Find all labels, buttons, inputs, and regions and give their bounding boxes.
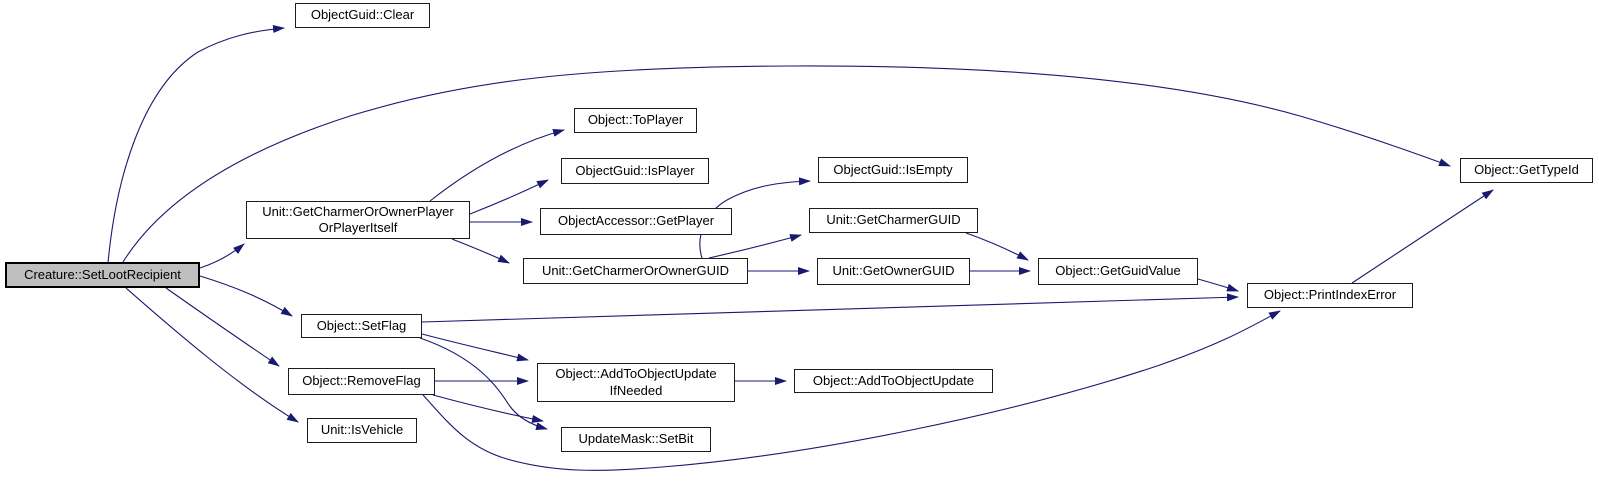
node-label-line: Unit::GetOwnerGUID — [832, 263, 955, 279]
edge-setflag-to-setbit — [419, 337, 548, 431]
node-isempty[interactable]: ObjectGuid::IsEmpty — [818, 157, 968, 183]
node-charmerguid[interactable]: Unit::GetCharmerGUID — [809, 208, 978, 233]
node-label-line: Object::RemoveFlag — [302, 373, 421, 389]
edge-setflag-to-addtoobjectupdateifneeded — [421, 333, 529, 362]
edge-setlootrecipient-to-removeflag — [165, 287, 280, 367]
edge-setlootrecipient-to-gettypeid — [122, 65, 1451, 263]
node-charmerorownerguid[interactable]: Unit::GetCharmerOrOwnerGUID — [523, 258, 748, 284]
edge-removeflag-to-setbit — [432, 394, 544, 423]
node-label-line: ObjectGuid::IsPlayer — [575, 162, 695, 178]
node-isvehicle[interactable]: Unit::IsVehicle — [307, 418, 417, 443]
node-label-line: ObjectGuid::Clear — [310, 7, 415, 23]
node-label-line: Object::SetFlag — [316, 317, 407, 333]
node-label-line: Unit::IsVehicle — [320, 422, 404, 438]
node-objectguid-clear[interactable]: ObjectGuid::Clear — [295, 3, 430, 28]
edge-setflag-to-printindexerror — [421, 293, 1239, 323]
node-label-line: UpdateMask::SetBit — [578, 431, 694, 447]
node-label-line: Object::ToPlayer — [587, 112, 684, 128]
edge-charmerorownerplayer-to-isplayer — [469, 179, 549, 215]
edge-getguidvalue-to-printindexerror — [1197, 278, 1239, 292]
node-label-line: Object::PrintIndexError — [1263, 287, 1397, 303]
edge-charmerguid-to-getguidvalue — [965, 232, 1029, 261]
node-addtoobjectupdate[interactable]: Object::AddToObjectUpdate — [794, 369, 993, 393]
node-label-line: Object::GetTypeId — [1474, 162, 1579, 178]
node-label-line: ObjectGuid::IsEmpty — [833, 161, 953, 177]
node-label-line: Unit::GetCharmerOrOwnerPlayer — [262, 203, 454, 219]
edge-charmerorownerguid-to-isempty — [699, 177, 811, 259]
node-removeflag[interactable]: Object::RemoveFlag — [288, 368, 435, 395]
edge-charmerorownerplayer-to-charmerorownerguid — [451, 238, 510, 264]
node-printindexerror[interactable]: Object::PrintIndexError — [1247, 283, 1413, 308]
node-label-line: Object::AddToObjectUpdate — [812, 372, 975, 388]
node-objectaccessor-getplayer[interactable]: ObjectAccessor::GetPlayer — [540, 208, 732, 235]
node-label-line: Object::GetGuidValue — [1055, 263, 1181, 279]
node-label-line: IfNeeded — [609, 382, 663, 398]
node-ownerguid[interactable]: Unit::GetOwnerGUID — [817, 258, 970, 285]
edge-setlootrecipient-to-objectguid-clear — [107, 25, 285, 264]
node-gettypeid[interactable]: Object::GetTypeId — [1460, 158, 1593, 183]
edge-setlootrecipient-to-setflag — [199, 275, 293, 317]
node-toplayer[interactable]: Object::ToPlayer — [574, 108, 697, 133]
edge-removeflag-to-printindexerror — [422, 310, 1281, 471]
node-label-line: Object::AddToObjectUpdate — [555, 366, 717, 382]
node-label-line: Unit::GetCharmerOrOwnerGUID — [541, 262, 730, 278]
node-isplayer[interactable]: ObjectGuid::IsPlayer — [561, 158, 709, 184]
node-label-line: OrPlayerItself — [318, 220, 398, 235]
node-setflag[interactable]: Object::SetFlag — [301, 314, 422, 338]
edge-charmerorownerguid-to-charmerguid — [708, 234, 802, 259]
edge-printindexerror-to-gettypeid — [1351, 189, 1494, 284]
edge-setlootrecipient-to-charmerorownerplayer — [199, 243, 245, 269]
node-label-line: Creature::SetLootRecipient — [24, 266, 181, 282]
edge-charmerorownerplayer-to-toplayer — [429, 129, 565, 202]
node-setbit[interactable]: UpdateMask::SetBit — [561, 427, 711, 452]
node-getguidvalue[interactable]: Object::GetGuidValue — [1038, 258, 1198, 285]
node-setlootrecipient: Creature::SetLootRecipient — [5, 262, 200, 288]
node-label-line: ObjectAccessor::GetPlayer — [557, 213, 715, 229]
edge-setlootrecipient-to-isvehicle — [125, 287, 299, 423]
node-label-line: Unit::GetCharmerGUID — [826, 212, 961, 228]
